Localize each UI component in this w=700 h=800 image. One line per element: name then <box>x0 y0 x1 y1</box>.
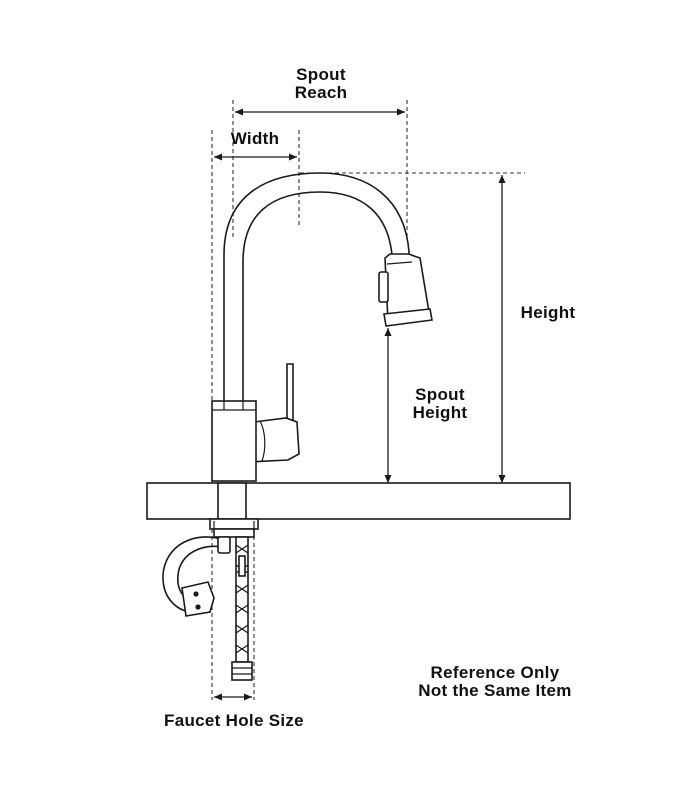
spout-outer <box>223 172 410 401</box>
spout-reach-label-line2: Reach <box>295 83 348 102</box>
reference-note-line2: Not the Same Item <box>418 681 571 700</box>
hose-fitting <box>231 661 253 681</box>
sprayer-head <box>384 253 431 323</box>
spout-height-label-line1: Spout <box>415 385 465 404</box>
width-label: Width <box>231 129 280 148</box>
hose-weight <box>181 581 215 617</box>
mounting-nut <box>209 518 259 530</box>
spout-height-label-line2: Height <box>413 403 468 422</box>
faucet-hole-size-label: Faucet Hole Size <box>164 711 304 730</box>
spout-inner <box>242 191 393 401</box>
spout-reach-label-line1: Spout <box>296 65 346 84</box>
reference-note-line1: Reference Only <box>431 663 560 682</box>
faucet-body <box>211 400 257 482</box>
extension-lines <box>211 100 525 700</box>
height-label: Height <box>521 303 576 322</box>
handle-lever <box>286 363 294 427</box>
countertop <box>146 482 571 520</box>
spray-hose-loop <box>162 536 225 614</box>
faucet-illustration <box>146 172 571 681</box>
sprayer-button <box>378 271 389 303</box>
sprayer-face <box>383 308 433 327</box>
